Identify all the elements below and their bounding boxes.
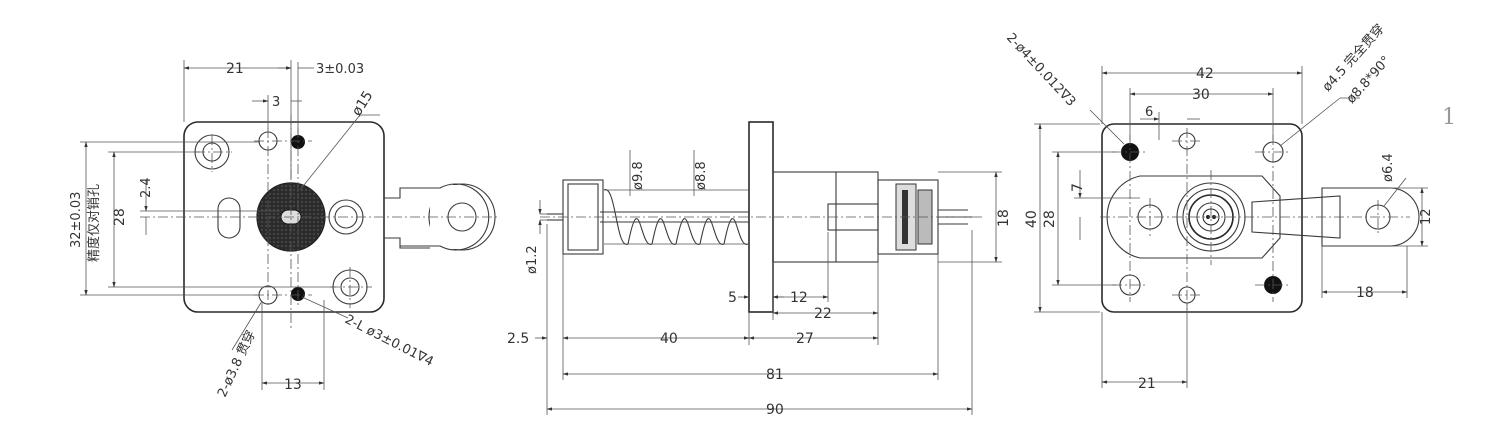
left-dim-2-4: 2.4: [139, 177, 154, 198]
left-dim-28: 28: [112, 208, 128, 226]
left-dim-3tol: 3±0.03: [316, 62, 364, 77]
mid-dim-phi9-8: ø9.8: [631, 161, 646, 190]
mid-dim-27: 27: [796, 331, 814, 347]
left-dim-phi15: ø15: [349, 88, 377, 119]
left-dim-32-note: 精度仅对销孔: [86, 184, 102, 262]
mid-dim-phi8-8: ø8.8: [694, 161, 709, 190]
mid-dim-40: 40: [660, 331, 678, 347]
mid-dim-22: 22: [814, 306, 832, 322]
left-pin-note: 2-L ø3±0.01∇4: [342, 312, 436, 370]
right-dim-30: 30: [1192, 87, 1210, 103]
mid-dim-81: 81: [766, 367, 784, 383]
right-tab: [1321, 187, 1420, 247]
left-hole-br-inner: [340, 277, 360, 297]
left-dim-32: 32±0.03: [69, 192, 84, 248]
right-dim-40: 40: [1024, 210, 1040, 228]
left-dim-21: 21: [226, 61, 244, 77]
mid-dim-phi1-2: ø1.2: [525, 245, 540, 274]
page-number: 1: [1442, 105, 1456, 130]
left-view: 21 3±0.03 3 ø15 32±0.03 精度仅对销孔 28 2.4: [69, 60, 500, 400]
right-dim-7: 7: [1070, 183, 1086, 192]
middle-view: ø9.8 ø8.8 ø1.2 18 5 12 22 2.5 40 27: [507, 121, 1012, 418]
right-lever: [1251, 195, 1341, 239]
right-dim-18: 18: [1356, 285, 1374, 301]
right-plate: [1101, 123, 1303, 313]
right-view: 42 30 6 40 28 7 ø6.4 12: [1003, 21, 1434, 392]
mid-dim-90: 90: [766, 402, 784, 418]
right-dim-28: 28: [1042, 210, 1058, 228]
mid-dim-18: 18: [996, 209, 1012, 227]
left-dim-13: 13: [284, 377, 302, 393]
left-slot: [217, 197, 241, 239]
right-dim-phi6-4: ø6.4: [1381, 153, 1396, 182]
right-pin-note: 2-ø4±0.012∇3: [1003, 30, 1078, 109]
right-dim-42: 42: [1196, 66, 1214, 82]
mid-dim-2-5: 2.5: [507, 331, 529, 347]
right-dim-12: 12: [1419, 208, 1434, 225]
mid-dim-12: 12: [790, 290, 808, 306]
right-inner-body: [1106, 175, 1281, 259]
mid-dim-5: 5: [728, 290, 737, 306]
left-hole-note: 2-ø3.8 贯穿: [214, 328, 259, 400]
right-csk-note-1: ø4.5 完全贯穿: [1319, 21, 1388, 95]
right-dim-21: 21: [1138, 376, 1156, 392]
left-dim-3: 3: [272, 95, 280, 110]
right-dim-6: 6: [1145, 105, 1153, 120]
